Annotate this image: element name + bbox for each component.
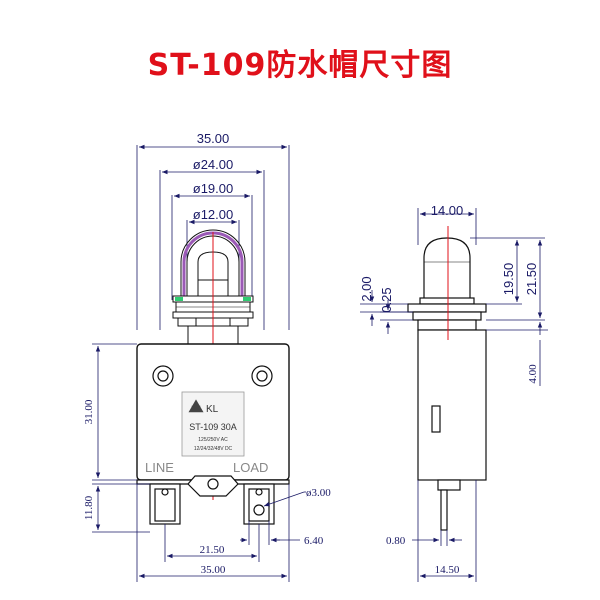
dim-hole xyxy=(263,491,306,507)
dim-080 xyxy=(412,530,462,546)
dim-cap-label: 14.00 xyxy=(431,203,464,218)
dim-height xyxy=(92,343,137,481)
mount-hole-right xyxy=(251,365,273,387)
dim-d19-label: ø19.00 xyxy=(193,181,233,196)
dim-cap xyxy=(417,208,477,245)
nameplate: KL ST-109 30A 125/250V AC 12/24/32/48V D… xyxy=(181,391,245,457)
dim-1450-label: 14.50 xyxy=(435,564,460,576)
dim-d12-label: ø12.00 xyxy=(193,207,233,222)
dim-height-label: 31.00 xyxy=(83,399,95,424)
dim-025 xyxy=(380,300,413,334)
dim-025-label: 0.25 xyxy=(379,287,394,312)
dim-d24 xyxy=(159,169,265,330)
dim-width-top xyxy=(136,144,290,330)
dim-400 xyxy=(486,322,548,386)
side-flange xyxy=(407,303,487,331)
label-line: LINE xyxy=(145,460,174,475)
dim-2150-label: 21.50 xyxy=(524,263,539,296)
dim-terminal-label: 11.80 xyxy=(83,495,95,520)
side-cap xyxy=(419,237,475,305)
brand-logo-icon xyxy=(188,399,204,413)
dim-tab xyxy=(240,521,300,545)
dim-spacing-label: 21.50 xyxy=(200,544,225,556)
dim-width-bottom-label: 35.00 xyxy=(201,564,226,576)
dim-1950-label: 19.50 xyxy=(501,263,516,296)
front-view: 35.00 ø24.00 ø19.00 ø12.00 xyxy=(83,131,331,582)
dim-terminal xyxy=(92,483,150,533)
nameplate-rating-dc: 12/24/32/48V DC xyxy=(194,446,233,452)
page-title: ST-109防水帽尺寸图 xyxy=(147,48,453,83)
dim-d19 xyxy=(171,193,253,300)
dim-080-label: 0.80 xyxy=(386,535,406,547)
dim-1450 xyxy=(417,480,477,582)
label-load: LOAD xyxy=(233,460,268,475)
dim-d24-label: ø24.00 xyxy=(193,157,233,172)
mount-hole-left xyxy=(152,365,174,387)
side-body xyxy=(417,329,487,531)
dim-200-label: 2.00 xyxy=(359,276,374,301)
side-view: 14.00 2.00 xyxy=(359,203,548,582)
dim-400-label: 4.00 xyxy=(527,364,539,384)
nameplate-brand: KL xyxy=(206,404,219,415)
terminal-line xyxy=(149,483,181,525)
dim-tab-label: 6.40 xyxy=(304,535,324,547)
nameplate-model: ST-109 30A xyxy=(189,422,237,432)
dim-width-top-label: 35.00 xyxy=(197,131,230,146)
dim-1950 xyxy=(470,237,522,305)
dim-width-bottom xyxy=(136,484,290,582)
dim-hole-label: ø3.00 xyxy=(306,487,331,499)
dim-2150 xyxy=(486,237,545,321)
dim-spacing xyxy=(164,524,260,562)
nameplate-rating-ac: 125/250V AC xyxy=(198,437,228,443)
